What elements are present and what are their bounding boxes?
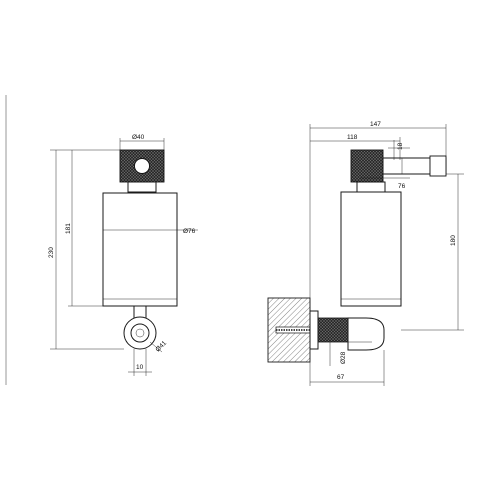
dim-front-height-body: 181 [65,223,72,234]
front-view: Ø40 Ø76 230 181 Ø41 10 [48,134,198,376]
side-bracket-knurl [317,317,349,343]
dim-side-spout-offset: 76 [398,183,406,190]
dim-side-diam-bottom: Ø28 [340,351,347,364]
front-neck [127,181,157,193]
dim-side-height-body: 180 [450,235,457,246]
side-spout-tip [429,155,447,177]
dim-side-width-total: 147 [370,121,381,128]
dim-front-diam-body: Ø76 [183,228,196,235]
front-bottle-body [102,192,178,307]
side-knurled-head [350,149,384,183]
front-bracket-center [135,328,145,338]
side-bottle-body [340,191,402,307]
dim-front-diam-top: Ø40 [132,134,145,141]
side-wall-plate [309,310,319,350]
front-cap-hole [134,158,150,174]
dim-front-diam-bottom: Ø41 [154,340,168,354]
side-neck [356,181,386,193]
dim-front-width-bottom: 10 [136,364,144,371]
front-bracket-ring-inner [130,323,150,343]
side-bracket-arm [347,317,385,351]
dim-front-height-total: 230 [48,247,55,258]
dim-side-width-head: 118 [347,134,358,141]
side-view: 147 118 18 76 180 Ø28 67 [267,121,464,386]
dim-side-spout-height: 18 [397,142,404,150]
dim-side-wall-depth: 67 [337,374,345,381]
